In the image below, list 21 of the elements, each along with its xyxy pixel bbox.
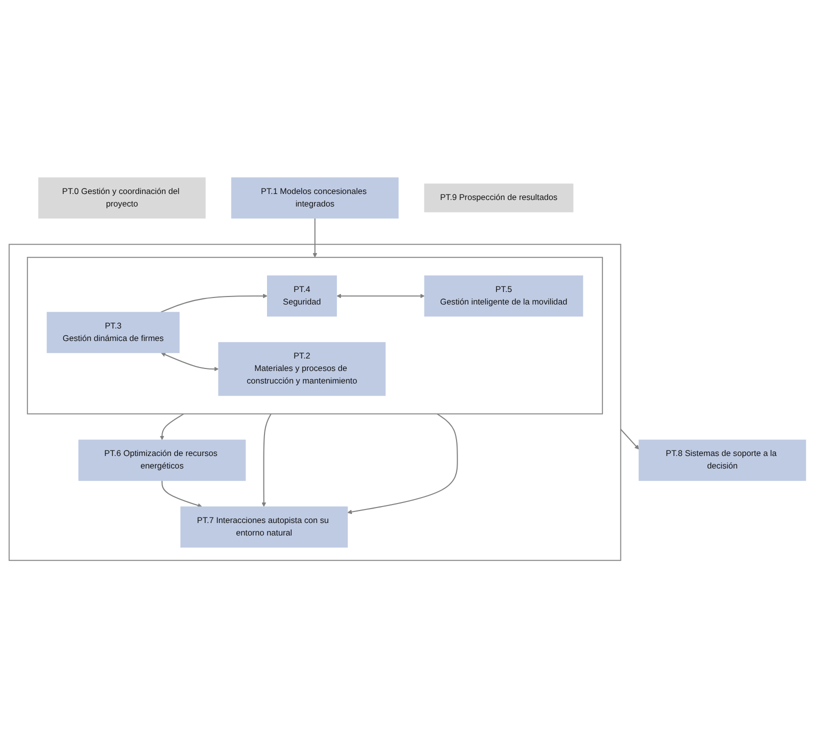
cluster (8, 244, 622, 561)
node-box: PT.5 Gestión inteligente de la movilidad (424, 275, 584, 317)
arrow (160, 294, 268, 313)
arrow (160, 413, 184, 440)
node-box: PT.9 Prospección de resultados (424, 184, 574, 212)
arrow (312, 218, 318, 258)
arrow (336, 294, 425, 298)
node-box: PT.4 Seguridad (267, 275, 337, 317)
arrow (620, 428, 640, 450)
cluster (26, 256, 603, 414)
node-box: PT.6 Optimización de recursos energéticos (78, 440, 246, 481)
node-box: PT.3 Gestión dinámica de firmes (46, 312, 180, 354)
arrow (262, 414, 272, 507)
arrow (162, 480, 202, 508)
node-box: PT.8 Sistemas de soporte a la decisión (638, 440, 806, 481)
node-box: PT.2 Materiales y procesos de construcción y mantenimiento (218, 342, 386, 396)
arrow (160, 352, 219, 372)
node-box: PT.1 Modelos concesionales integrados (231, 177, 399, 219)
arrow (347, 413, 458, 514)
node-box: PT.7 Interacciones autopista con su entorno natural (180, 506, 348, 548)
node-box: PT.0 Gestión y coordinación del proyecto (38, 177, 206, 219)
